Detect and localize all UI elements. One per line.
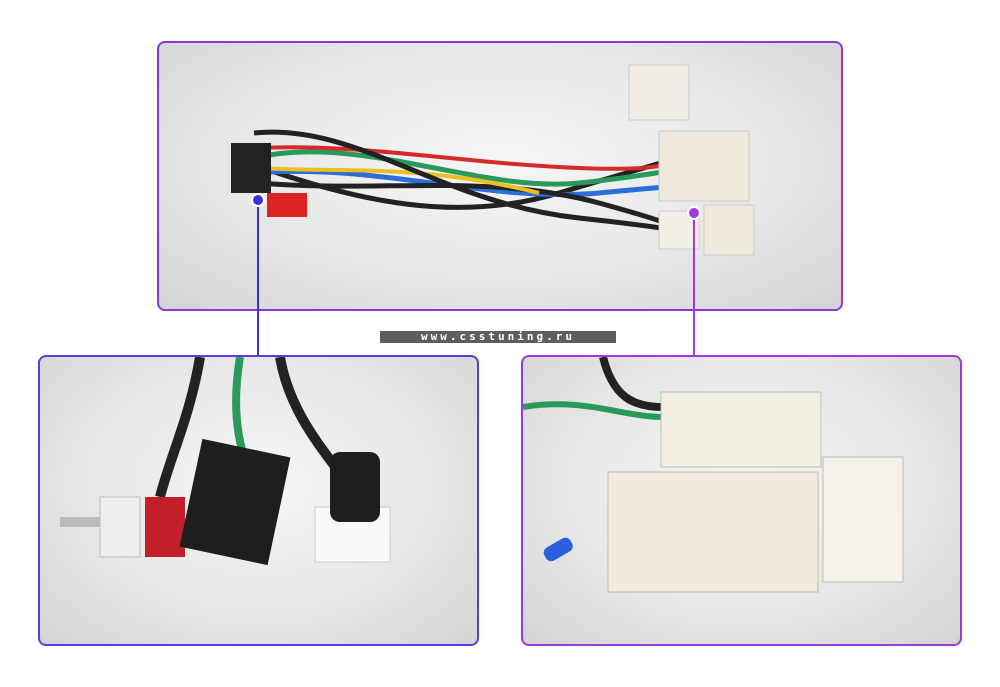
wiring-harness-illustration (231, 64, 755, 256)
full-harness-photo (157, 41, 843, 311)
detail-photo-rca-connectors (38, 355, 479, 646)
pointer-dot-left (251, 193, 265, 207)
pointer-line-left (257, 199, 259, 355)
pointer-line-right (693, 212, 695, 355)
rca-connector-illustration (60, 357, 391, 566)
detail-photo-oem-connectors (521, 355, 962, 646)
oem-connector-illustration (523, 357, 904, 593)
watermark: www.csstuning.ru (380, 331, 616, 343)
pointer-dot-right (687, 206, 701, 220)
